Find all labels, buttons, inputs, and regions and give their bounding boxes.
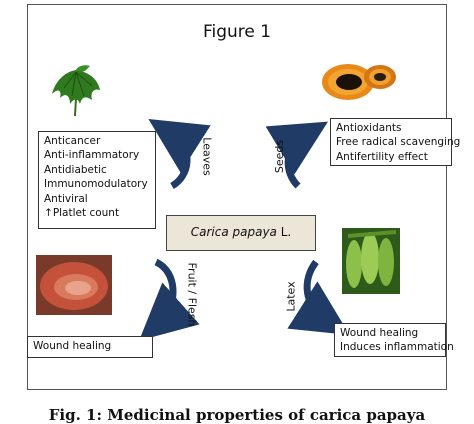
papaya-fruit-image — [36, 255, 112, 315]
leaves-property: Anti-inflammatory — [44, 149, 140, 162]
seeds-property: Free radical scavenging — [336, 136, 461, 149]
fruit-properties-box: Wound healing — [27, 336, 153, 358]
fruit-label: Fruit / Flesh — [185, 262, 199, 327]
seeds-property: Antioxidants — [336, 122, 402, 134]
fruit-property: Wound healing — [33, 340, 112, 352]
seeds-arrow — [265, 121, 328, 189]
center-node: Carica papaya L. — [166, 215, 316, 251]
leaves-property: Immunomodulatory — [44, 178, 148, 191]
species-authority: L. — [280, 225, 292, 239]
seeds-label: Seeds — [273, 139, 287, 174]
figure-title: Figure 1 — [202, 22, 272, 42]
leaves-property: Platlet count — [52, 207, 120, 220]
latex-arrow — [287, 259, 350, 336]
leaves-properties-box: Anticancer Anti-inflammatory Antidiabeti… — [38, 131, 156, 229]
species-name: Carica papaya — [190, 225, 277, 239]
latex-properties-box: Wound healing Induces inflammation — [334, 323, 454, 357]
papaya-latex-image — [342, 228, 400, 294]
up-arrow-icon: ↑ — [44, 207, 53, 220]
latex-label: Latex — [284, 281, 298, 312]
leaves-property: Anticancer — [44, 135, 101, 147]
latex-property: Induces inflammation — [340, 341, 454, 354]
seeds-property: Antifertility effect — [336, 150, 428, 163]
seeds-properties-box: Antioxidants Free radical scavenging Ant… — [330, 118, 461, 166]
leaves-label: Leaves — [200, 137, 214, 176]
leaves-arrow — [148, 118, 211, 190]
papaya-leaf-image — [52, 65, 100, 117]
fruit-arrow — [139, 258, 200, 341]
latex-property: Wound healing — [340, 327, 419, 339]
figure-caption: Fig. 1: Medicinal properties of carica p… — [48, 406, 426, 424]
leaves-property: Antidiabetic — [44, 163, 107, 176]
papaya-seeds-image — [322, 64, 396, 100]
leaves-property: Antiviral — [44, 192, 88, 205]
